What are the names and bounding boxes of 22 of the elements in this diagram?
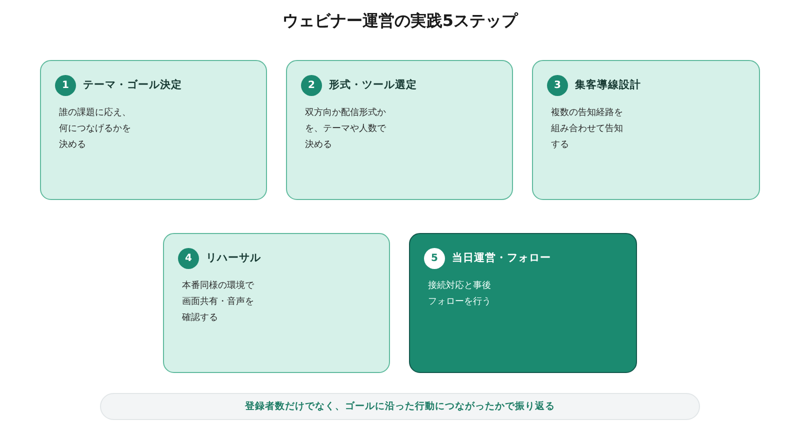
step-description: 本番同様の環境で画面共有・音声を確認する (182, 280, 255, 325)
number-badge: 4 (178, 248, 199, 269)
step-heading: テーマ・ゴール決定 (83, 78, 182, 93)
number-badge: 5 (424, 248, 445, 269)
step-card (532, 60, 760, 200)
step-card (163, 233, 390, 373)
step-heading: 当日運営・フォロー (452, 251, 551, 266)
step-description: 双方向か配信形式かを、テーマや人数で決める (305, 106, 387, 152)
step-card (286, 60, 513, 200)
step-description: 接続対応と事後フォローを行う (428, 280, 492, 309)
number-badge: 1 (55, 75, 76, 96)
step-heading: リハーサル (206, 251, 261, 266)
title: ウェビナー運営の実践5ステップ (282, 10, 518, 32)
step-heading: 集客導線設計 (575, 78, 641, 93)
number-badge: 3 (547, 75, 568, 96)
step-card (409, 233, 637, 373)
number-badge: 2 (301, 75, 322, 96)
step-description: 誰の課題に応え、何につなげるかを決める (59, 106, 132, 152)
step-heading: 形式・ツール選定 (329, 78, 417, 93)
step-description: 複数の告知経路を組み合わせて告知する (551, 106, 624, 152)
summary-banner: 登録者数だけでなく、ゴールに沿った行動につながったかで振り返る (100, 393, 700, 420)
step-card (40, 60, 267, 200)
